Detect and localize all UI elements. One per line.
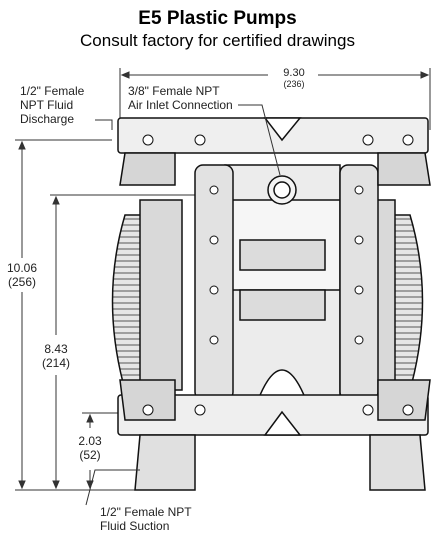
discharge-height-in: 8.43 [44, 342, 68, 356]
discharge-callout-line-2: NPT Fluid [20, 98, 74, 112]
discharge-height-mm: (214) [41, 356, 70, 370]
discharge-callout: 1/2" Female NPT Fluid Discharge [20, 84, 84, 126]
air-inlet-callout: 3/8" Female NPT Air Inlet Connection [128, 84, 233, 112]
width-dimension-line [119, 68, 431, 130]
discharge-callout-line-3: Discharge [20, 112, 75, 126]
suction-height-in: 2.03 [78, 434, 102, 448]
overall-height-dimension-line [15, 139, 140, 491]
discharge-callout-line-1: 1/2" Female [20, 84, 85, 98]
diagram-title: E5 Plastic Pumps [138, 8, 297, 29]
suction-height-mm: (52) [79, 448, 101, 462]
width-dimension-in: 9.30 [283, 67, 305, 79]
diagram-subtitle: Consult factory for certified drawings [80, 31, 355, 50]
overall-height-mm: (256) [7, 275, 36, 289]
overall-height-label: 10.06 (256) [0, 261, 44, 289]
pump-illustration [111, 117, 431, 491]
air-inlet-callout-line-1: 3/8" Female NPT [128, 84, 220, 98]
air-inlet-callout-line-2: Air Inlet Connection [128, 98, 233, 112]
suction-height-label: 2.03 (52) [70, 434, 110, 462]
suction-callout-line-1: 1/2" Female NPT [100, 505, 192, 519]
suction-callout-line-2: Fluid Suction [100, 519, 170, 533]
discharge-height-label: 8.43 (214) [34, 342, 78, 370]
overall-height-in: 10.06 [6, 261, 38, 275]
width-dimension-label: 9.30 (236) [270, 67, 318, 90]
suction-callout: 1/2" Female NPT Fluid Suction [100, 505, 192, 533]
bolt-heads [142, 134, 414, 416]
width-dimension-mm: (236) [283, 79, 305, 89]
leader-lines [85, 104, 281, 506]
